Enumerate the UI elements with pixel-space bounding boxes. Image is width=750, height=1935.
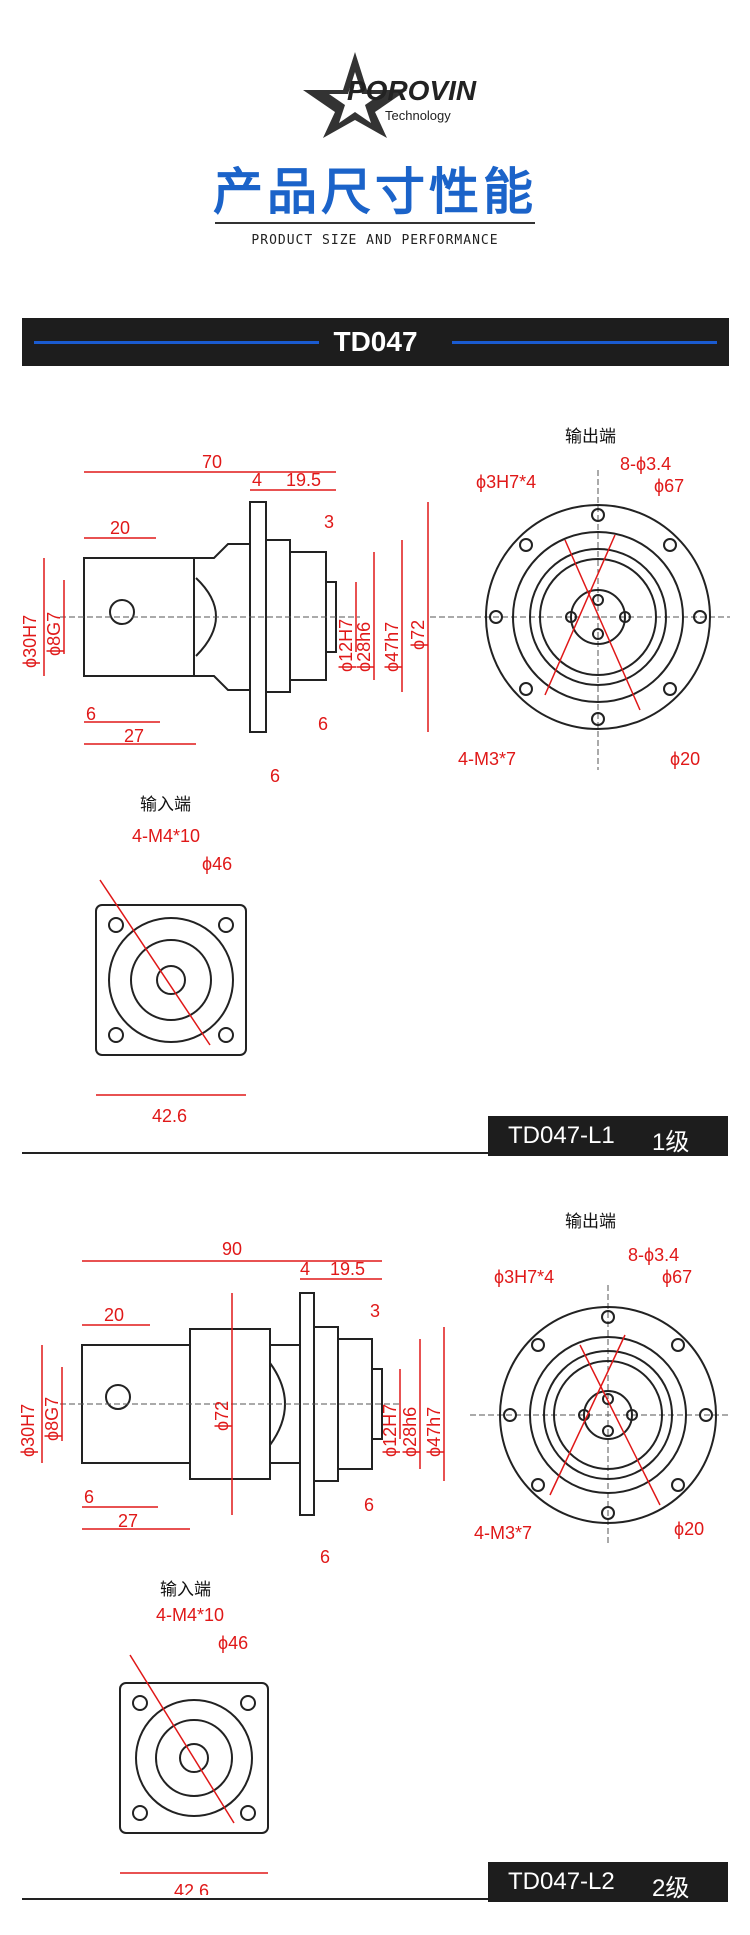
in-m4: 4-M4*10	[156, 1605, 224, 1625]
section-2-rule	[22, 1898, 502, 1900]
dimension-labels: 90 4 19.5 3 20 6 27 6 6 ϕ30H7 ϕ8G7 ϕ72 ϕ…	[18, 1239, 704, 1895]
dim-6a: 6	[84, 1487, 94, 1507]
input-end-label: 输入端	[160, 1580, 211, 1600]
in-m4: 4-M4*10	[132, 826, 200, 846]
dim-4: 4	[252, 470, 262, 490]
model-bar-2: TD047-L2 2级	[488, 1862, 728, 1902]
series-banner: TD047	[22, 318, 729, 366]
dim-19-5: 19.5	[286, 470, 321, 490]
in-42-6: 42.6	[152, 1106, 187, 1126]
dim-19-5: 19.5	[330, 1259, 365, 1279]
dim-d47: ϕ47h7	[424, 1407, 444, 1457]
dim-d28: ϕ28h6	[400, 1407, 420, 1457]
dim-20: 20	[104, 1305, 124, 1325]
dim-d12: ϕ12H7	[336, 619, 356, 672]
technical-drawing: 70 4 19.5 3 20 6 27 6 6 ϕ30H7 ϕ8G7 ϕ12H7…	[20, 452, 730, 1126]
dim-6a: 6	[86, 704, 96, 724]
dim-3: 3	[324, 512, 334, 532]
out-d20: ϕ20	[670, 749, 700, 769]
dim-27: 27	[118, 1511, 138, 1531]
title-divider	[215, 222, 535, 224]
out-d67: ϕ67	[654, 476, 684, 496]
dim-6c: 6	[270, 766, 280, 786]
model-name-2: TD047-L2	[508, 1868, 615, 1895]
brand-sub: Technology	[385, 108, 451, 123]
dim-3: 3	[370, 1301, 380, 1321]
input-end-label: 输入端	[140, 795, 191, 815]
dim-6b: 6	[364, 1495, 374, 1515]
banner-bar-left	[34, 341, 319, 344]
drawing-section-2: 输出端 输入端	[0, 1195, 750, 1895]
drawing-section-1: 输出端 输入端	[0, 410, 750, 1170]
output-end-label: 输出端	[565, 1212, 616, 1232]
model-stage-1: 1级	[652, 1129, 690, 1156]
dim-length: 70	[202, 452, 222, 472]
model-bar-1: TD047-L1 1级	[488, 1116, 728, 1156]
out-8-d3-4: 8-ϕ3.4	[620, 454, 671, 474]
out-d3: ϕ3H7*4	[476, 472, 536, 492]
brand-name: POROVIN	[347, 75, 477, 106]
banner-bar-right	[452, 341, 717, 344]
dim-27: 27	[124, 726, 144, 746]
dim-4: 4	[300, 1259, 310, 1279]
dim-d72: ϕ72	[408, 620, 428, 650]
out-m3: 4-M3*7	[474, 1523, 532, 1543]
out-d20: ϕ20	[674, 1519, 704, 1539]
out-d67: ϕ67	[662, 1267, 692, 1287]
out-d3: ϕ3H7*4	[494, 1267, 554, 1287]
output-end-label: 输出端	[565, 427, 616, 447]
dim-d8: ϕ8G7	[44, 612, 64, 656]
brand-logo: POROVIN Technology	[303, 52, 477, 138]
dim-6b: 6	[318, 714, 328, 734]
in-d46: ϕ46	[202, 854, 232, 874]
model-name-1: TD047-L1	[508, 1122, 615, 1149]
dim-20: 20	[110, 518, 130, 538]
dim-length: 90	[222, 1239, 242, 1259]
in-42-6: 42.6	[174, 1881, 209, 1895]
model-stage-2: 2级	[652, 1875, 690, 1902]
dim-d28: ϕ28h6	[354, 622, 374, 672]
page-subtitle: PRODUCT SIZE AND PERFORMANCE	[251, 233, 499, 248]
dimension-labels: 70 4 19.5 3 20 6 27 6 6 ϕ30H7 ϕ8G7 ϕ12H7…	[20, 452, 700, 1126]
in-d46: ϕ46	[218, 1633, 248, 1653]
dim-d47: ϕ47h7	[382, 622, 402, 672]
dim-d30: ϕ30H7	[18, 1404, 38, 1457]
page-title: 产品尺寸性能	[213, 163, 537, 221]
dim-d8: ϕ8G7	[42, 1397, 62, 1441]
dim-d12: ϕ12H7	[380, 1404, 400, 1457]
dim-d72: ϕ72	[212, 1401, 232, 1431]
series-name: TD047	[333, 326, 418, 357]
technical-drawing: 90 4 19.5 3 20 6 27 6 6 ϕ30H7 ϕ8G7 ϕ72 ϕ…	[18, 1239, 730, 1895]
out-m3: 4-M3*7	[458, 749, 516, 769]
section-1-rule	[22, 1152, 502, 1154]
out-8-d3-4: 8-ϕ3.4	[628, 1245, 679, 1265]
dim-6c: 6	[320, 1547, 330, 1567]
dim-d30: ϕ30H7	[20, 615, 40, 668]
